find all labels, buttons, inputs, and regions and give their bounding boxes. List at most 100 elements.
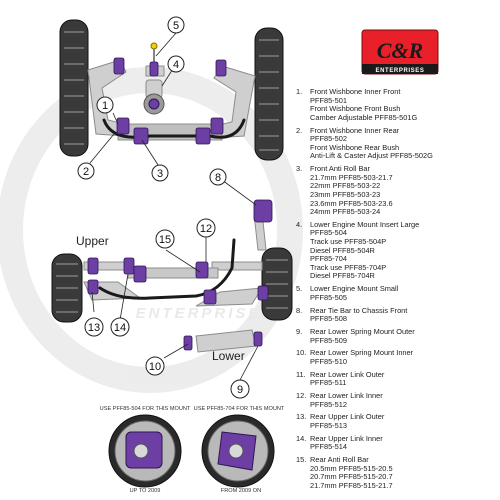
lower-engine-mount-large xyxy=(143,79,165,115)
legend-item-number: 1. xyxy=(296,87,303,96)
legend-item-line: Track use PFF85-504P xyxy=(310,237,387,247)
legend-item-line: Front Anti Roll Bar xyxy=(310,164,370,174)
legend-item-line: 21.7mm PFF85-515-21.7 xyxy=(310,481,393,490)
svg-text:8: 8 xyxy=(215,172,221,184)
legend-item-line: Rear Anti Roll Bar xyxy=(310,455,369,465)
mount-504-caption-bottom: UP TO 2009 xyxy=(129,488,161,494)
logo-subtext: ENTERPRISES xyxy=(376,68,425,74)
legend-item-number: 5. xyxy=(296,284,303,294)
legend-item-number: 8. xyxy=(296,305,303,315)
legend-item-line: PFF85-704 xyxy=(310,254,347,264)
svg-text:3: 3 xyxy=(157,168,163,180)
front-left-tire xyxy=(59,19,89,157)
front-wishbone-rear-bush-left xyxy=(116,117,130,135)
callout-1: 1 xyxy=(96,96,114,114)
svg-text:15: 15 xyxy=(159,234,171,246)
legend-item-number: 14. xyxy=(296,433,307,443)
callout-14: 14 xyxy=(110,317,130,337)
mount-704-caption-top: USE PFF85-704 FOR THIS MOUNT xyxy=(193,406,285,412)
front-right-tire xyxy=(254,27,284,161)
rear-lower-spring-mount-outer-bush xyxy=(257,285,269,301)
legend-item-line: Anti-Lift & Caster Adjust PFF85-502G xyxy=(310,151,433,161)
leader-lines xyxy=(89,32,259,381)
upper-label: Upper xyxy=(76,234,109,248)
legend-item-line: Diesel PFF85-704R xyxy=(310,271,375,281)
lower-engine-mount-small xyxy=(145,42,165,77)
callout-13: 13 xyxy=(84,317,104,337)
legend-item-number: 13. xyxy=(296,412,307,422)
svg-text:13: 13 xyxy=(88,322,100,334)
logo-text: C&R xyxy=(377,38,423,63)
rear-upper-link-right xyxy=(211,261,263,271)
rear-left-tire xyxy=(51,253,83,323)
rear-anti-roll-bar-bush-left xyxy=(133,265,147,283)
legend-item-line: Camber Adjustable PFF85-501G xyxy=(310,112,418,122)
mount-photo-504 xyxy=(108,414,182,488)
front-wishbone-rear-bush-right xyxy=(210,117,224,135)
legend-item-number: 12. xyxy=(296,391,307,401)
rear-anti-roll-bar-bush-right xyxy=(203,289,217,305)
legend-item-number: 10. xyxy=(296,348,307,358)
legend-item-line: 24mm PFF85-503-24 xyxy=(310,207,381,217)
rear-anti-roll-bar xyxy=(98,238,236,300)
watermark-text: ENTERPRISES xyxy=(136,305,275,322)
legend-item-line: Track use PFF85-704P xyxy=(310,262,387,272)
svg-text:5: 5 xyxy=(173,20,179,32)
rear-lower-link-inner-bush xyxy=(195,261,209,279)
legend-item-line: 22mm PFF85-503-22 xyxy=(310,181,381,191)
svg-text:14: 14 xyxy=(114,322,126,334)
legend-item-line: PFF85-511 xyxy=(310,378,347,388)
callouts: 5 4 1 2 3 8 15 12 13 14 10 9 xyxy=(77,16,250,399)
legend-item-line: Rear Lower Link Inner xyxy=(310,391,383,401)
callout-8: 8 xyxy=(209,168,227,186)
callout-5: 5 xyxy=(167,16,185,34)
svg-text:10: 10 xyxy=(149,361,161,373)
legend-item-line: Front Wishbone Front Bush xyxy=(310,104,401,114)
callout-12: 12 xyxy=(196,218,216,238)
legend-item-line: PFF85-505 xyxy=(310,292,347,302)
legend-item-line: PFF85-504 xyxy=(310,228,347,238)
front-wishbone-front-bush-right xyxy=(215,59,227,77)
rear-tie-bar-bush xyxy=(253,199,273,223)
legend-item-line: 23mm PFF85-503-23 xyxy=(310,189,381,199)
mount-704-caption-bottom: FROM 2009 ON xyxy=(220,488,262,494)
legend-item-line: Lower Engine Mount Small xyxy=(310,284,399,294)
svg-text:1: 1 xyxy=(102,100,108,112)
callout-10: 10 xyxy=(145,356,165,376)
lower-label: Lower xyxy=(212,349,245,363)
callout-9: 9 xyxy=(230,379,250,399)
legend-item-line: Front Wishbone Rear Bush xyxy=(310,142,400,152)
callout-15: 15 xyxy=(155,229,175,249)
front-anti-roll-bar xyxy=(102,118,246,139)
legend-item-line: Rear Lower Spring Mount Outer xyxy=(310,326,415,336)
legend-item-line: Rear Upper Link Outer xyxy=(310,412,385,422)
front-anti-roll-bar-bush-right xyxy=(195,127,211,145)
legend-item-line: Front Wishbone Inner Rear xyxy=(310,125,400,135)
legend-item-line: Lower Engine Mount Insert Large xyxy=(310,219,420,229)
mount-photo-704 xyxy=(201,414,275,488)
legend-item-number: 9. xyxy=(296,326,303,336)
legend-item-line: 21.7mm PFF85-503-21.7 xyxy=(310,172,393,182)
legend-item-line: PFF85-509 xyxy=(310,335,347,345)
rear-upper-link-outer-bush xyxy=(87,257,99,275)
mount-504-caption-top: USE PFF85-504 FOR THIS MOUNT xyxy=(99,406,191,412)
legend-item-line: 23.6mm PFF85-503-23.6 xyxy=(310,198,393,208)
legend-item-line: Rear Upper Link Inner xyxy=(310,433,383,443)
legend-item-line: PFF85-514 xyxy=(310,442,347,452)
rear-right-tire xyxy=(261,247,293,321)
legend-item-line: Rear Tie Bar to Chassis Front xyxy=(310,305,408,315)
legend-item-line: PFF85-513 xyxy=(310,421,347,431)
